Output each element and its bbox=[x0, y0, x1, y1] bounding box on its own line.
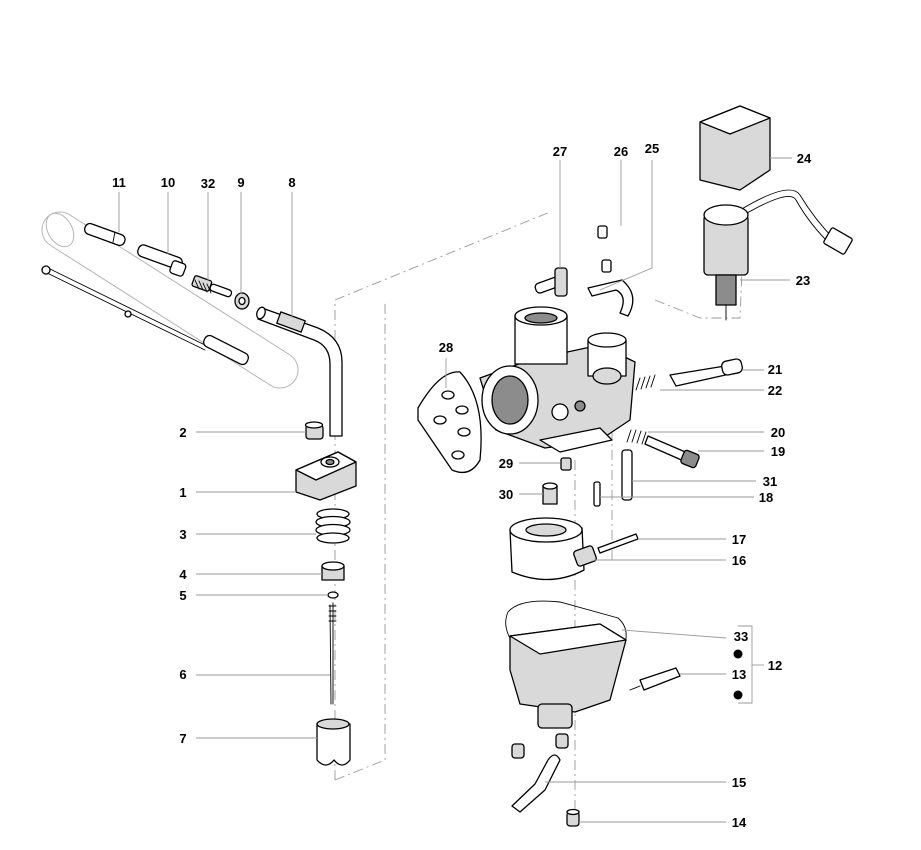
part-26-screw bbox=[597, 225, 612, 273]
part-6-jet-needle bbox=[328, 602, 337, 705]
part-32-spring bbox=[191, 275, 233, 298]
part-17-float-pin bbox=[597, 533, 639, 554]
part-11-cable-adjuster bbox=[83, 222, 126, 247]
callout-17: 17 bbox=[732, 532, 746, 547]
throttle-cable bbox=[41, 265, 250, 366]
callout-7: 7 bbox=[179, 731, 186, 746]
callout-14: 14 bbox=[732, 815, 747, 830]
part-19-mixture-screw bbox=[644, 435, 700, 469]
callout-18: 18 bbox=[759, 490, 773, 505]
part-4-needle-retainer bbox=[321, 561, 345, 581]
callout-10: 10 bbox=[161, 175, 175, 190]
cable-housing-ghost bbox=[41, 211, 299, 389]
callout-31: 31 bbox=[763, 474, 777, 489]
carburetor-body bbox=[479, 306, 636, 453]
leader-lines bbox=[118, 157, 792, 823]
part-31-emulsion-tube bbox=[621, 449, 633, 501]
part-21-idle-screw bbox=[669, 358, 743, 387]
callout-20: 20 bbox=[771, 425, 785, 440]
callout-6: 6 bbox=[179, 667, 186, 682]
part-24-choke-cap bbox=[699, 105, 771, 191]
part-2-screw bbox=[304, 421, 324, 440]
callout-29: 29 bbox=[499, 456, 513, 471]
callout-25: 25 bbox=[645, 141, 659, 156]
part-28-air-filter-plate bbox=[417, 371, 482, 474]
callout-33: 33 bbox=[734, 629, 748, 644]
callout-24: 24 bbox=[797, 151, 812, 166]
dot-2 bbox=[733, 690, 743, 700]
part-18-pin bbox=[593, 481, 601, 507]
part-25-bracket bbox=[587, 279, 634, 317]
part-16-float bbox=[509, 517, 597, 581]
callout-12: 12 bbox=[768, 658, 782, 673]
callout-1: 1 bbox=[179, 485, 186, 500]
float-bowl bbox=[509, 623, 627, 729]
callout-16: 16 bbox=[732, 553, 746, 568]
callout-3: 3 bbox=[179, 527, 186, 542]
callout-21: 21 bbox=[768, 362, 782, 377]
part-22-spring bbox=[635, 374, 656, 391]
callout-22: 22 bbox=[768, 383, 782, 398]
part-27-fuel-nipple bbox=[534, 267, 568, 297]
assembly-boundary bbox=[334, 211, 743, 820]
part-30-jet-holder bbox=[542, 482, 558, 505]
part-3-throttle-spring bbox=[315, 508, 351, 544]
callout-15: 15 bbox=[732, 775, 746, 790]
callout-28: 28 bbox=[439, 340, 453, 355]
callout-26: 26 bbox=[614, 144, 628, 159]
part-7-throttle-valve bbox=[316, 718, 351, 766]
part-5-needle-clip bbox=[327, 591, 339, 599]
part-9-nut bbox=[234, 292, 250, 310]
dot-1 bbox=[733, 649, 743, 659]
part-29-jet bbox=[560, 457, 572, 471]
callout-30: 30 bbox=[499, 487, 513, 502]
callout-numbers: 11 10 32 9 8 2 1 3 4 5 6 7 27 26 25 24 2… bbox=[112, 141, 812, 830]
callout-9: 9 bbox=[237, 175, 244, 190]
part-13-drain-screw bbox=[629, 667, 681, 691]
callout-13: 13 bbox=[732, 667, 746, 682]
part-14-bowl-screw bbox=[566, 808, 580, 827]
callout-4: 4 bbox=[179, 567, 187, 582]
callout-5: 5 bbox=[179, 588, 186, 603]
part-23-electric-choke bbox=[703, 189, 853, 321]
part-8-bent-tube bbox=[256, 306, 343, 437]
callout-2: 2 bbox=[179, 425, 186, 440]
part-10-cable-sleeve bbox=[137, 244, 187, 277]
part-1-mixing-chamber-cover bbox=[295, 451, 357, 501]
part-15-drain-hose bbox=[511, 733, 569, 813]
callout-32: 32 bbox=[201, 176, 215, 191]
reference-dots bbox=[733, 649, 743, 700]
callout-19: 19 bbox=[771, 444, 785, 459]
part-20-spring bbox=[626, 429, 647, 445]
callout-27: 27 bbox=[553, 144, 567, 159]
callout-23: 23 bbox=[796, 273, 810, 288]
callout-8: 8 bbox=[288, 175, 295, 190]
callout-11: 11 bbox=[112, 175, 126, 190]
